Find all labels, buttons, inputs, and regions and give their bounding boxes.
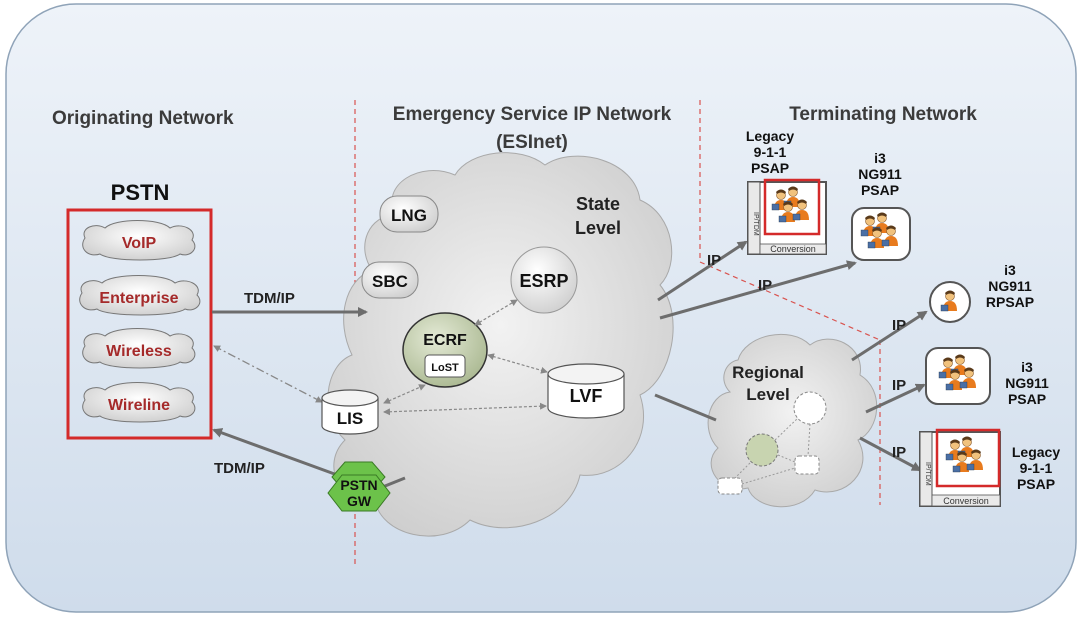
rpsap-line1: i3 xyxy=(1004,262,1016,278)
legacy-bottom-line3: PSAP xyxy=(1017,476,1055,492)
lvf-node xyxy=(547,363,625,419)
i3-psap-bottom xyxy=(925,347,991,405)
pstn-wireless-cloud xyxy=(82,328,196,369)
tdm-ip-outbound-label: TDM/IP xyxy=(214,460,265,477)
pstn-voip-cloud xyxy=(82,220,196,261)
ip-label-i3-top: IP xyxy=(758,277,772,294)
legacy-top-line2: 9-1-1 xyxy=(754,144,787,160)
regional-level-line1: Regional xyxy=(732,363,804,382)
legacy-bottom-line1: Legacy xyxy=(1012,444,1060,460)
legacy-top-line1: Legacy xyxy=(746,128,794,144)
lost-box xyxy=(424,354,466,378)
tdm-ip-outbound-arrow xyxy=(212,428,341,478)
pstn-enterprise-label: Enterprise xyxy=(99,290,178,307)
i3-bottom-line3: PSAP xyxy=(1008,391,1046,407)
i3-bottom-line1: i3 xyxy=(1021,359,1033,375)
esrp-label: ESRP xyxy=(519,271,568,291)
tdm-ip-inbound-label: TDM/IP xyxy=(244,290,295,307)
boundary-regional-diagonal xyxy=(699,261,881,341)
ip-arrow-rpsap xyxy=(851,310,928,362)
esinet-title-line2: (ESInet) xyxy=(496,132,568,153)
pstn-title: PSTN xyxy=(111,180,170,205)
legacy-top-line3: PSAP xyxy=(751,160,789,176)
lvf-label: LVF xyxy=(570,386,603,406)
i3-top-line3: PSAP xyxy=(861,182,899,198)
regional-cloud xyxy=(707,333,878,508)
legacy-psap-top xyxy=(747,178,827,255)
i3-top-line1: i3 xyxy=(874,150,886,166)
pstn-gw-line2: GW xyxy=(347,493,372,509)
esrp-ecrf-link xyxy=(474,299,518,326)
pstn-lis-link xyxy=(213,345,323,403)
sbc-label: SBC xyxy=(372,272,408,291)
lng-node xyxy=(379,195,439,233)
ip-arrow-i3-bottom xyxy=(865,383,926,414)
originating-network-title: Originating Network xyxy=(52,108,234,129)
lis-node xyxy=(321,389,379,435)
lis-label: LIS xyxy=(337,409,363,428)
pstn-box xyxy=(66,208,213,440)
pstn-voip-label: VoIP xyxy=(122,235,157,252)
pstn-wireline-label: Wireline xyxy=(108,397,170,414)
legacy-bottom-conversion-label: Conversion xyxy=(943,496,989,506)
ip-arrow-i3-top xyxy=(659,260,857,320)
ip-label-legacy-bottom: IP xyxy=(892,444,906,461)
i3-bottom-line2: NG911 xyxy=(1005,375,1049,391)
state-level-line2: Level xyxy=(575,218,621,238)
lis-lvf-link xyxy=(383,402,547,416)
state-level-line1: State xyxy=(576,194,620,214)
regional-inner-nodes xyxy=(717,391,827,495)
sbc-node xyxy=(361,261,419,299)
ip-label-legacy-top: IP xyxy=(707,252,721,269)
pstn-gw-line1: PSTN xyxy=(340,477,377,493)
legacy-bottom-line2: 9-1-1 xyxy=(1020,460,1053,476)
terminating-network-title: Terminating Network xyxy=(789,104,977,125)
i3-top-line2: NG911 xyxy=(858,166,902,182)
esinet-state-cloud xyxy=(327,152,674,537)
esinet-title-line1: Emergency Service IP Network xyxy=(393,104,672,125)
legacy-top-gateway-label: IP/TDM xyxy=(752,212,759,236)
rpsap-line2: NG911 xyxy=(988,278,1032,294)
lng-label: LNG xyxy=(391,206,427,225)
ecrf-lvf-link xyxy=(487,353,548,374)
pstn-gw-hexagon xyxy=(327,474,391,512)
pstn-wireless-label: Wireless xyxy=(106,343,172,360)
ip-arrow-legacy-top xyxy=(657,240,748,302)
rpsap-line3: RPSAP xyxy=(986,294,1034,310)
ecrf-label: ECRF xyxy=(423,332,467,349)
ip-label-i3-bottom: IP xyxy=(892,377,906,394)
pstn-wireline-cloud xyxy=(82,382,196,423)
regional-level-line2: Level xyxy=(746,385,789,404)
ip-label-rpsap: IP xyxy=(892,317,906,334)
legacy-top-conversion-label: Conversion xyxy=(770,244,816,254)
ecrf-node xyxy=(402,312,488,388)
lis-ecrf-link xyxy=(383,384,426,404)
legacy-psap-bottom xyxy=(919,428,1001,507)
lost-label: LoST xyxy=(431,362,459,374)
esrp-node xyxy=(510,246,578,314)
state-regional-link xyxy=(654,393,717,422)
i3-rpsap xyxy=(929,281,971,323)
legacy-bottom-gateway-label: IP/TDM xyxy=(924,462,931,486)
i3-psap-top xyxy=(851,207,911,261)
ip-arrow-legacy-bottom xyxy=(859,436,922,472)
pstn-enterprise-cloud xyxy=(79,275,201,316)
